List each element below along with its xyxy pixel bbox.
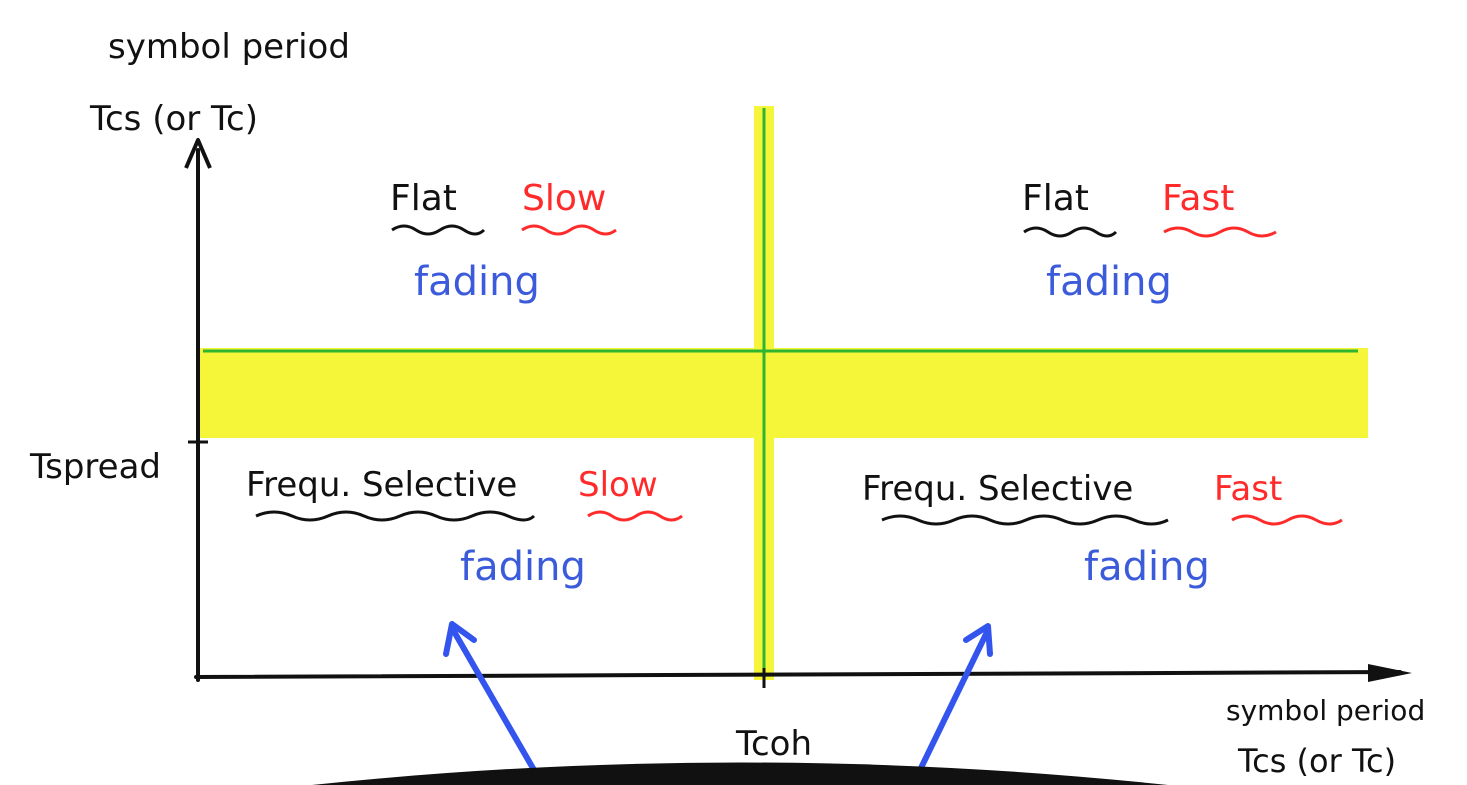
bottom-ellipse-edge bbox=[312, 762, 1168, 785]
t-coh-label: Tcoh bbox=[735, 724, 812, 764]
bottom-left-type: Frequ. Selective bbox=[246, 465, 517, 505]
top-left-type-underline bbox=[391, 224, 486, 236]
t-spread-label: Tspread bbox=[29, 447, 161, 487]
right-blue-arrow bbox=[917, 623, 993, 773]
y-axis-title-line2: Tcs (or Tc) bbox=[89, 99, 258, 139]
x-axis-arrowhead bbox=[1368, 664, 1412, 682]
y-axis-title-line1: symbol period bbox=[108, 27, 350, 67]
x-axis-title-line2: Tcs (or Tc) bbox=[1237, 742, 1396, 780]
top-right-type-underline bbox=[1023, 226, 1118, 238]
y-axis-arrowhead bbox=[184, 138, 212, 169]
bottom-left-type-underline bbox=[255, 510, 536, 522]
top-left-speed: Slow bbox=[522, 178, 606, 219]
x-axis-title-line1: symbol period bbox=[1226, 694, 1425, 727]
bottom-right-type-underline bbox=[881, 514, 1169, 526]
horizontal-highlight-band bbox=[198, 348, 1368, 438]
left-blue-arrow bbox=[443, 621, 537, 773]
bottom-right-kind: fading bbox=[1084, 544, 1210, 590]
top-left-kind: fading bbox=[414, 259, 540, 305]
top-right-kind: fading bbox=[1046, 259, 1172, 305]
bottom-left-kind: fading bbox=[460, 544, 586, 590]
bottom-right-type: Frequ. Selective bbox=[862, 469, 1133, 509]
x-axis-line bbox=[194, 670, 1402, 679]
bottom-left-speed: Slow bbox=[578, 465, 658, 505]
top-left-type: Flat bbox=[390, 178, 457, 219]
bottom-left-speed-underline bbox=[587, 510, 683, 522]
bottom-right-speed-underline bbox=[1231, 514, 1343, 526]
top-right-speed-underline bbox=[1163, 226, 1277, 238]
top-right-type: Flat bbox=[1022, 178, 1089, 219]
top-right-speed: Fast bbox=[1162, 178, 1234, 219]
top-left-speed-underline bbox=[521, 224, 617, 236]
bottom-right-speed: Fast bbox=[1214, 469, 1282, 509]
